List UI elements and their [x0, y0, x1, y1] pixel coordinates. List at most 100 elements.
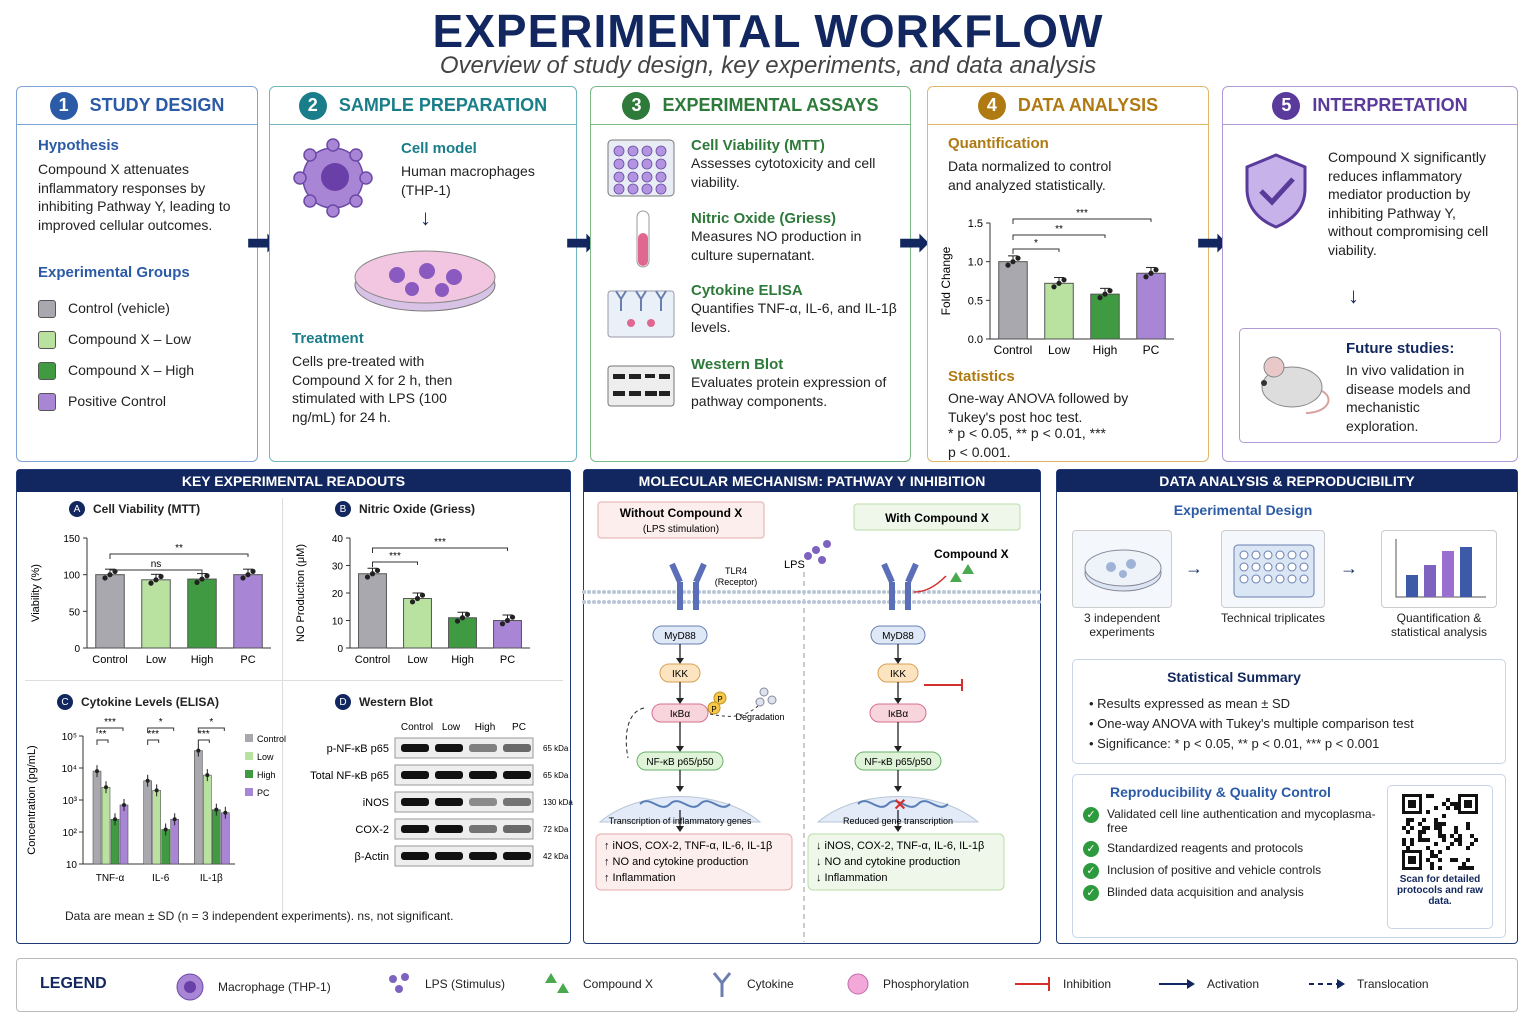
significance-label: *: [1034, 238, 1038, 249]
y-tick-label: 1.5: [968, 218, 983, 230]
membrane-bead: [647, 590, 651, 594]
y-tick-label: 100: [63, 571, 80, 582]
data-point: [122, 802, 126, 807]
bar-control: [998, 261, 1028, 340]
qr-module: [1450, 842, 1454, 846]
membrane-bead: [867, 590, 871, 594]
bar-pc: [170, 818, 179, 865]
nfkb-label: NF-κB p65/p50: [864, 757, 932, 768]
membrane-bead: [877, 590, 881, 594]
compound-x-icon: [962, 564, 974, 574]
membrane-bead: [947, 600, 951, 604]
membrane-bead: [687, 590, 691, 594]
legend-cytokine: Cytokine: [707, 969, 794, 999]
membrane-bead: [757, 600, 761, 604]
future-text: In vivo validation in disease models and…: [1346, 362, 1471, 434]
membrane-bead: [872, 600, 876, 604]
compound-x-icon: [545, 973, 569, 993]
bar-high: [212, 809, 221, 865]
qr-module: [1454, 826, 1458, 830]
y-axis-label: Fold Change: [939, 246, 953, 315]
lps-label: LPS: [784, 559, 805, 571]
left-header-box: [597, 501, 765, 539]
blot-band: [435, 771, 463, 779]
data-point: [1015, 255, 1021, 261]
membrane-bead: [1022, 590, 1026, 594]
future-title: Future studies:: [1346, 340, 1455, 357]
membrane-bead: [822, 600, 826, 604]
design-title: Experimental Design: [1173, 502, 1313, 518]
membrane-bead: [942, 590, 946, 594]
qr-module: [1438, 822, 1442, 826]
fragment-icon: [755, 697, 765, 707]
bar-control: [194, 750, 203, 865]
qc-item: ✓Standardized reagents and protocols: [1083, 841, 1379, 857]
membrane-bead: [992, 590, 996, 594]
future-studies-box: Future studies: In vivo validation in di…: [1239, 328, 1501, 443]
data-point: [95, 769, 99, 774]
data-point: [509, 614, 516, 620]
y-tick-label: 0.0: [968, 334, 983, 346]
degradation-label: Degradation: [735, 712, 784, 722]
membrane-bead: [752, 600, 756, 604]
arrowhead: [894, 658, 902, 664]
x-tick-label: Control: [355, 654, 390, 666]
membrane-bead: [917, 600, 921, 604]
hypothesis-text: Compound X attenuates inflammatory respo…: [38, 161, 231, 233]
significance-label: *: [209, 717, 213, 728]
panel-a-heading: A Cell Viability (MTT): [69, 501, 200, 517]
inhibition-icon: [1015, 977, 1050, 991]
membrane-bead: [937, 600, 941, 604]
qr-module: [1426, 810, 1430, 814]
membrane-bead: [712, 590, 716, 594]
blot-strip: [394, 791, 534, 813]
bar-low: [152, 790, 161, 865]
wb-row-label: COX-2: [355, 824, 389, 836]
check-icon: ✓: [1083, 841, 1099, 857]
membrane-bead: [592, 600, 596, 604]
significance-bracket: [1012, 234, 1106, 240]
interpretation-text: Compound X significantly reduces inflamm…: [1328, 149, 1489, 258]
membrane-bead: [987, 590, 991, 594]
membrane-bead: [657, 600, 661, 604]
qr-box[interactable]: Scan for detailed protocols and raw data…: [1387, 785, 1493, 929]
inhibition-ikk: [924, 679, 963, 691]
qr-module: [1462, 862, 1466, 866]
qc-item: ✓Blinded data acquisition and analysis: [1083, 885, 1379, 901]
step-title: SAMPLE PREPARATION: [338, 95, 548, 115]
nfkb-label: NF-κB p65/p50: [646, 757, 714, 768]
left-header: Without Compound X: [620, 506, 743, 520]
qr-module: [1418, 834, 1422, 838]
dna-icon: [639, 800, 731, 808]
check-icon: ✓: [1083, 863, 1099, 879]
left-output-line: ↑ iNOS, COX-2, TNF-α, IL-6, IL-1β: [604, 840, 772, 852]
blot-band: [469, 744, 497, 752]
qr-module: [1438, 866, 1442, 870]
wb-column-label: High: [475, 722, 496, 733]
well-plate-icon: [1233, 544, 1315, 598]
qc-item: ✓Validated cell line authentication and …: [1083, 807, 1379, 835]
legend-macrophage: Macrophage (THP-1): [172, 969, 331, 1005]
membrane-bead: [817, 600, 821, 604]
data-point: [104, 785, 108, 790]
membrane-bead: [947, 590, 951, 594]
elisa-plate-icon: [607, 290, 675, 338]
step-number: 5: [1272, 91, 1301, 120]
membrane-bead: [952, 600, 956, 604]
membrane-bead: [772, 590, 776, 594]
tlr4-label: TLR4: [725, 566, 747, 576]
step-experimental-assays: 3 EXPERIMENTAL ASSAYS Cell Viability (MT…: [590, 86, 911, 462]
right-header: With Compound X: [885, 511, 989, 525]
panel-b-heading: B Nitric Oxide (Griess): [335, 501, 475, 517]
membrane-bead: [797, 600, 801, 604]
qr-module: [1466, 846, 1470, 850]
qr-module: [1454, 802, 1458, 806]
blot-band: [503, 744, 531, 752]
qc-title: Reproducibility & Quality Control: [1110, 784, 1331, 800]
significance-label: *: [159, 717, 163, 728]
qr-code-icon[interactable]: [1402, 794, 1478, 870]
assay-elisa: Cytokine ELISA Quantifies TNF-α, IL-6, a…: [691, 282, 897, 335]
qr-module: [1438, 826, 1442, 830]
y-tick-label: 40: [332, 534, 344, 545]
